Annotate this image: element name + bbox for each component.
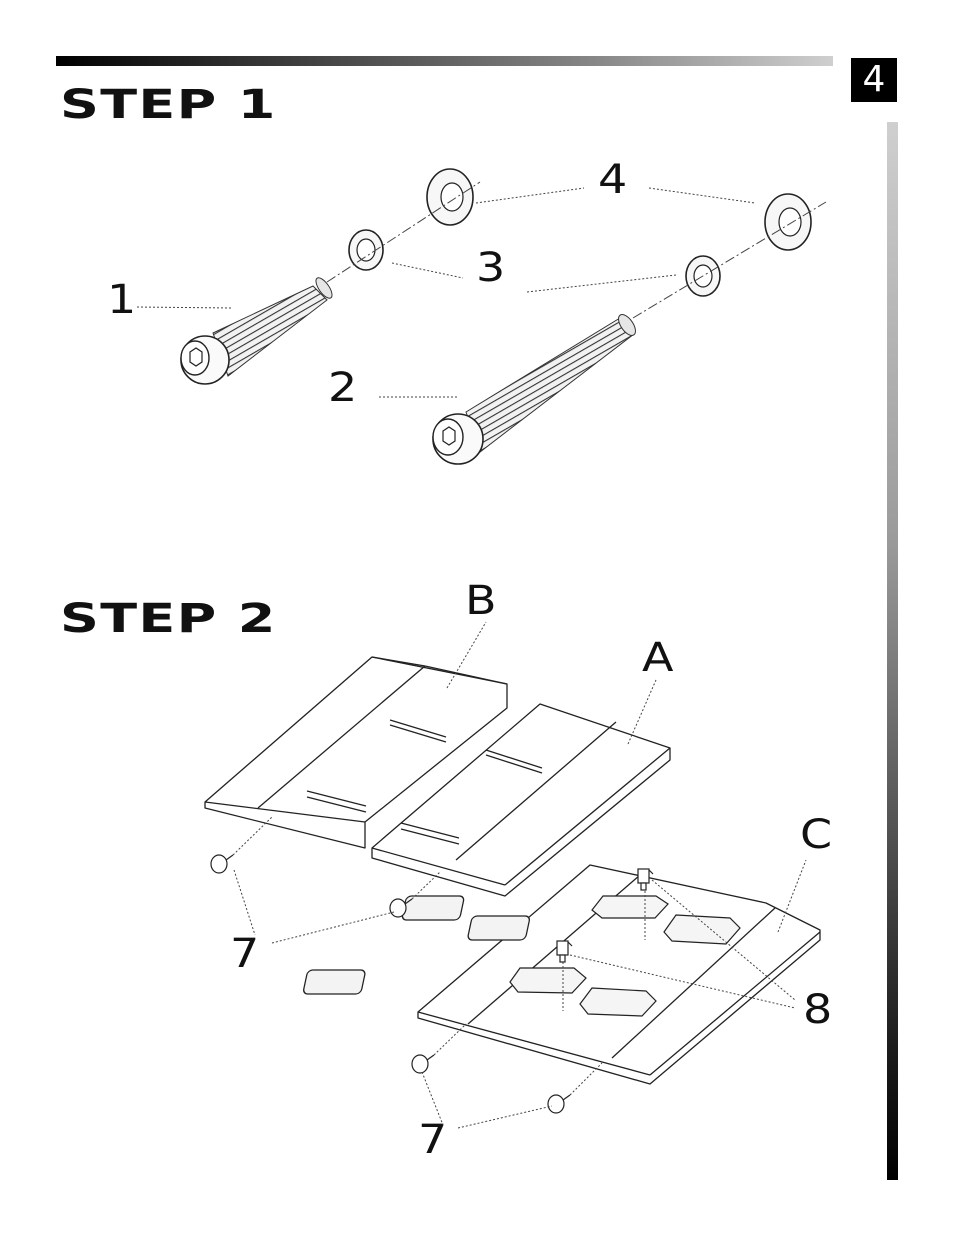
plug-4 — [548, 1095, 570, 1113]
assembly-axis-lines — [327, 182, 826, 318]
plug-1 — [211, 855, 233, 873]
bolt-long — [433, 312, 639, 464]
flat-washer-lower — [765, 194, 811, 250]
flat-washer-upper — [427, 169, 473, 225]
plug-3 — [412, 1055, 434, 1073]
bolt-short — [181, 275, 335, 384]
